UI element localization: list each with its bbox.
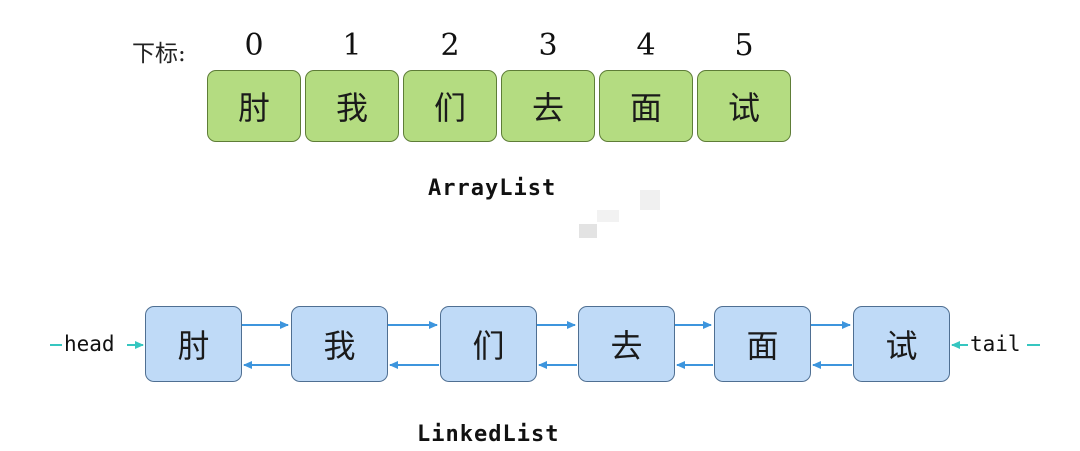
- linked-node-0: 肘: [145, 306, 242, 382]
- array-cell-1: 我: [305, 70, 399, 142]
- tail-label: tail: [970, 332, 1021, 356]
- array-index-0: 0: [244, 28, 264, 63]
- array-cell-0: 肘: [207, 70, 301, 142]
- watermark-block: [597, 210, 619, 222]
- array-index-4: 4: [636, 28, 656, 63]
- array-cell-3: 去: [501, 70, 595, 142]
- linked-node-3: 去: [578, 306, 675, 382]
- linked-node-1: 我: [291, 306, 388, 382]
- array-index-3: 3: [538, 28, 558, 63]
- watermark-block: [640, 190, 660, 210]
- linked-node-5: 试: [853, 306, 950, 382]
- head-label: head: [64, 332, 115, 356]
- index-label: 下标:: [132, 41, 186, 67]
- watermark-block: [579, 224, 597, 238]
- array-index-2: 2: [440, 28, 460, 63]
- array-index-5: 5: [734, 28, 754, 63]
- array-cell-5: 试: [697, 70, 791, 142]
- array-index-1: 1: [342, 28, 362, 63]
- linkedlist-caption: LinkedList: [417, 422, 560, 447]
- linked-node-4: 面: [714, 306, 811, 382]
- array-cell-2: 们: [403, 70, 497, 142]
- arraylist-caption: ArrayList: [428, 176, 557, 201]
- array-cell-4: 面: [599, 70, 693, 142]
- linked-node-2: 们: [440, 306, 537, 382]
